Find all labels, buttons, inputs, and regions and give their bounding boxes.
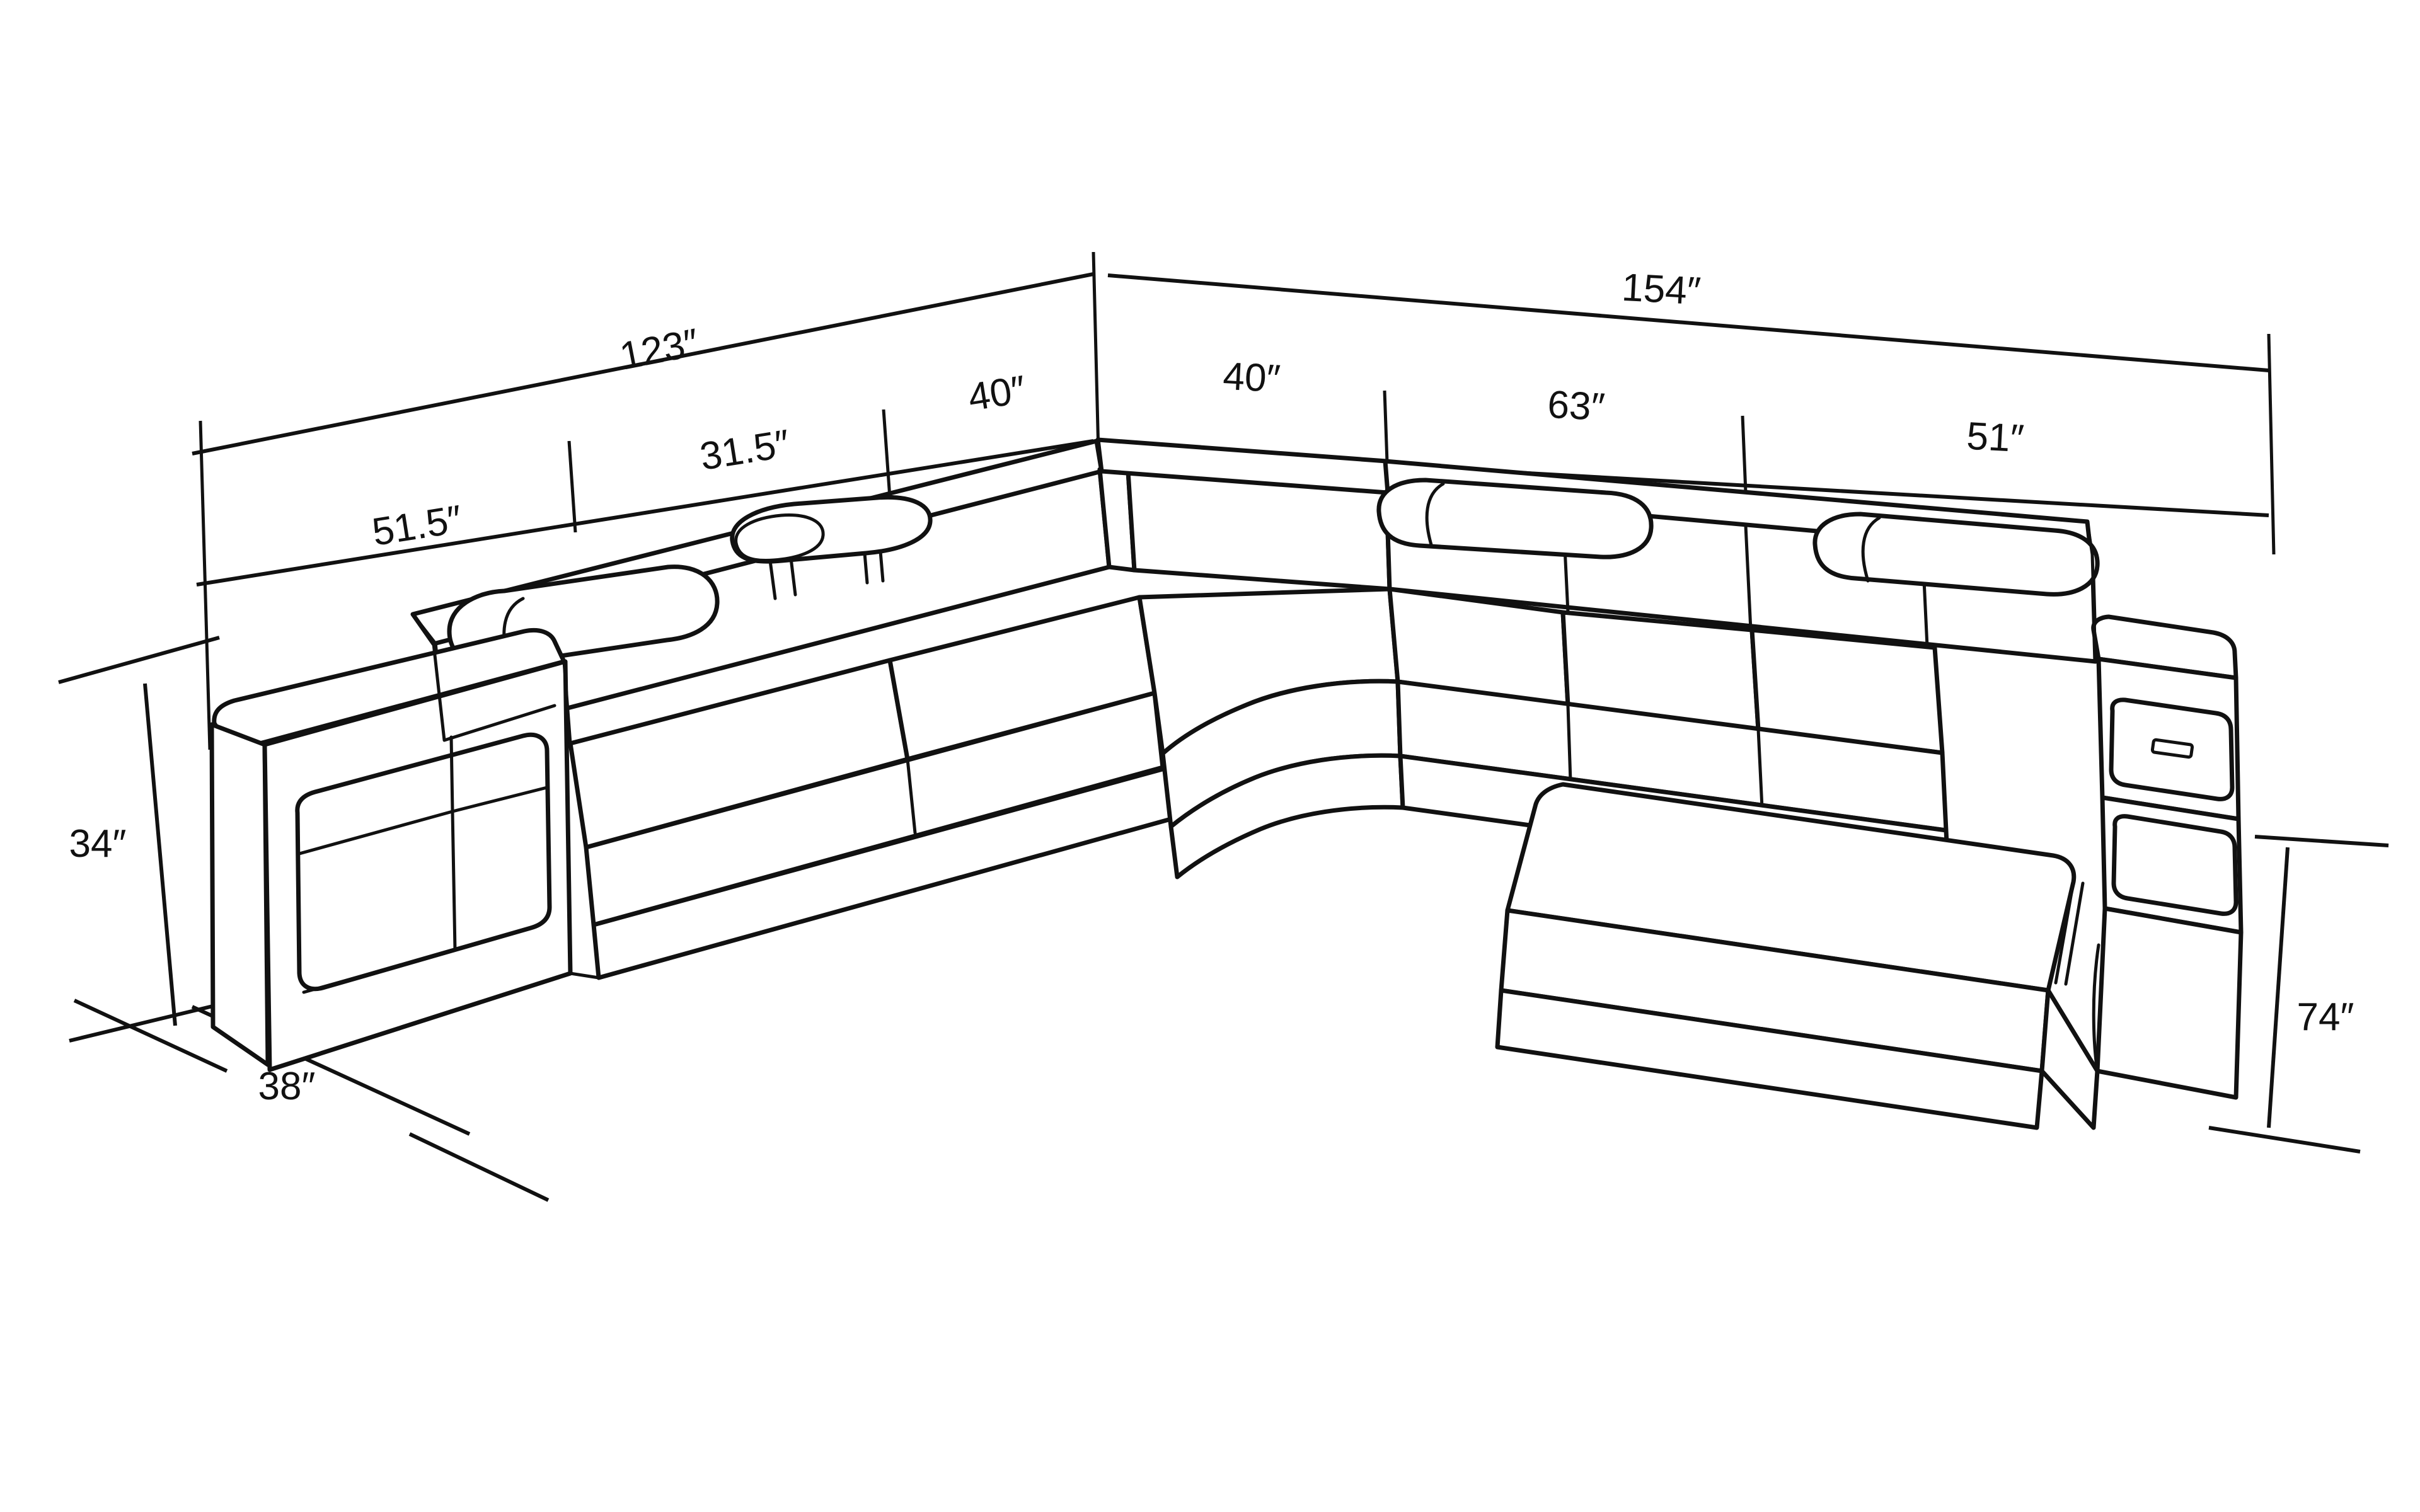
tray-support-post bbox=[768, 556, 797, 600]
chaise-left-edge bbox=[1506, 805, 1537, 912]
tray-hinge-bracket bbox=[863, 549, 885, 585]
witness-line-38-right bbox=[408, 1132, 550, 1202]
left-arm-outer-face bbox=[209, 722, 270, 1067]
right-backrest-bolster-far bbox=[1812, 512, 2100, 597]
right-backrest-seam-2 bbox=[1744, 524, 1753, 632]
left-arm-back-connector bbox=[432, 642, 556, 742]
witness-line-74-top bbox=[2254, 835, 2389, 847]
dimension-line-123 bbox=[192, 272, 1094, 455]
right-bolster-mid-crease bbox=[1425, 482, 1445, 549]
sofa-drawing-group bbox=[209, 437, 2244, 1130]
dimension-label-51: 51″ bbox=[1966, 415, 2025, 461]
tick-51_5-31_5 bbox=[567, 440, 577, 533]
witness-line-34-top bbox=[58, 636, 220, 684]
dimension-label-74: 74″ bbox=[2297, 995, 2354, 1039]
console-base-inner-edge bbox=[2092, 943, 2100, 1073]
left-arm-shelf-cutout bbox=[295, 732, 552, 992]
dimension-line-74-vertical bbox=[2267, 847, 2290, 1128]
right-backrest-bolster-mid bbox=[1376, 478, 1654, 559]
console-front-upper bbox=[2096, 656, 2241, 822]
right-backrest-right-edge bbox=[2090, 553, 2097, 663]
tick-31_5-40 bbox=[882, 409, 892, 498]
console-side-face bbox=[2039, 988, 2100, 1130]
console-chaise-seam bbox=[2054, 880, 2085, 986]
console-base-leg bbox=[2095, 906, 2244, 1100]
chaise-base-plinth bbox=[1495, 988, 2044, 1130]
dimension-label-31_5: 31.5″ bbox=[697, 422, 793, 479]
right-backrest-outer-edge bbox=[2085, 520, 2094, 556]
console-lower-panel-inset bbox=[2111, 814, 2238, 916]
tray-inner-oval bbox=[734, 513, 825, 563]
console-drawer-face bbox=[2109, 697, 2235, 801]
chaise-inner-seam bbox=[1561, 782, 2055, 857]
dimension-label-154: 154″ bbox=[1621, 266, 1702, 313]
dimension-label-40-left: 40″ bbox=[965, 368, 1028, 420]
left-arm-inner-edge bbox=[553, 639, 572, 745]
left-base-bottom bbox=[568, 971, 601, 980]
dimension-line-34-vertical bbox=[143, 683, 177, 1026]
right-bolster-far-crease bbox=[1861, 516, 1881, 583]
extension-line-left bbox=[199, 420, 212, 750]
dimension-line-154 bbox=[1107, 273, 2269, 372]
dimension-line-left-segments bbox=[196, 439, 1094, 587]
extension-line-right bbox=[2267, 333, 2276, 555]
left-arm-shelf-inner-wall bbox=[297, 810, 457, 994]
witness-line-38-left bbox=[73, 999, 228, 1073]
dimension-label-40-right: 40″ bbox=[1222, 355, 1281, 401]
left-seat-cushion-split bbox=[906, 757, 917, 835]
dimension-label-34: 34″ bbox=[69, 822, 127, 866]
right-seat-split-1 bbox=[1566, 704, 1572, 783]
left-arm-bottom-edge bbox=[268, 971, 572, 1072]
witness-line-74-bottom bbox=[2208, 1126, 2361, 1154]
dimension-label-38: 38″ bbox=[258, 1065, 316, 1108]
drawer-bar-pull-handle[interactable] bbox=[2150, 738, 2194, 759]
chaise-seat-top bbox=[1505, 782, 2077, 993]
right-seat-split-2 bbox=[1756, 728, 1764, 810]
dimension-label-123: 123″ bbox=[616, 321, 702, 379]
left-arm-shelf-back-top bbox=[451, 786, 549, 813]
left-backrest-left-edge bbox=[411, 612, 437, 644]
left-arm-shelf-divider bbox=[449, 735, 454, 813]
dimension-label-63: 63″ bbox=[1547, 383, 1606, 430]
